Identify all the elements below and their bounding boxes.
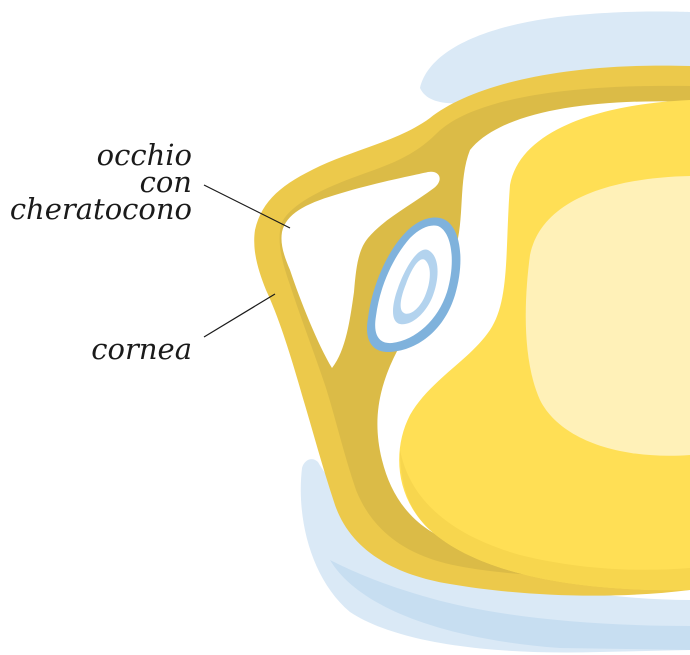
cornea-leader-line — [204, 294, 275, 337]
keratoconus-eye-label-line3: cheratocono — [10, 196, 192, 223]
vitreous-core — [526, 176, 690, 456]
cornea-label: cornea — [91, 336, 192, 363]
keratoconus-eye-label: occhio con cheratocono — [10, 142, 192, 223]
cornea-label-text: cornea — [91, 336, 192, 363]
